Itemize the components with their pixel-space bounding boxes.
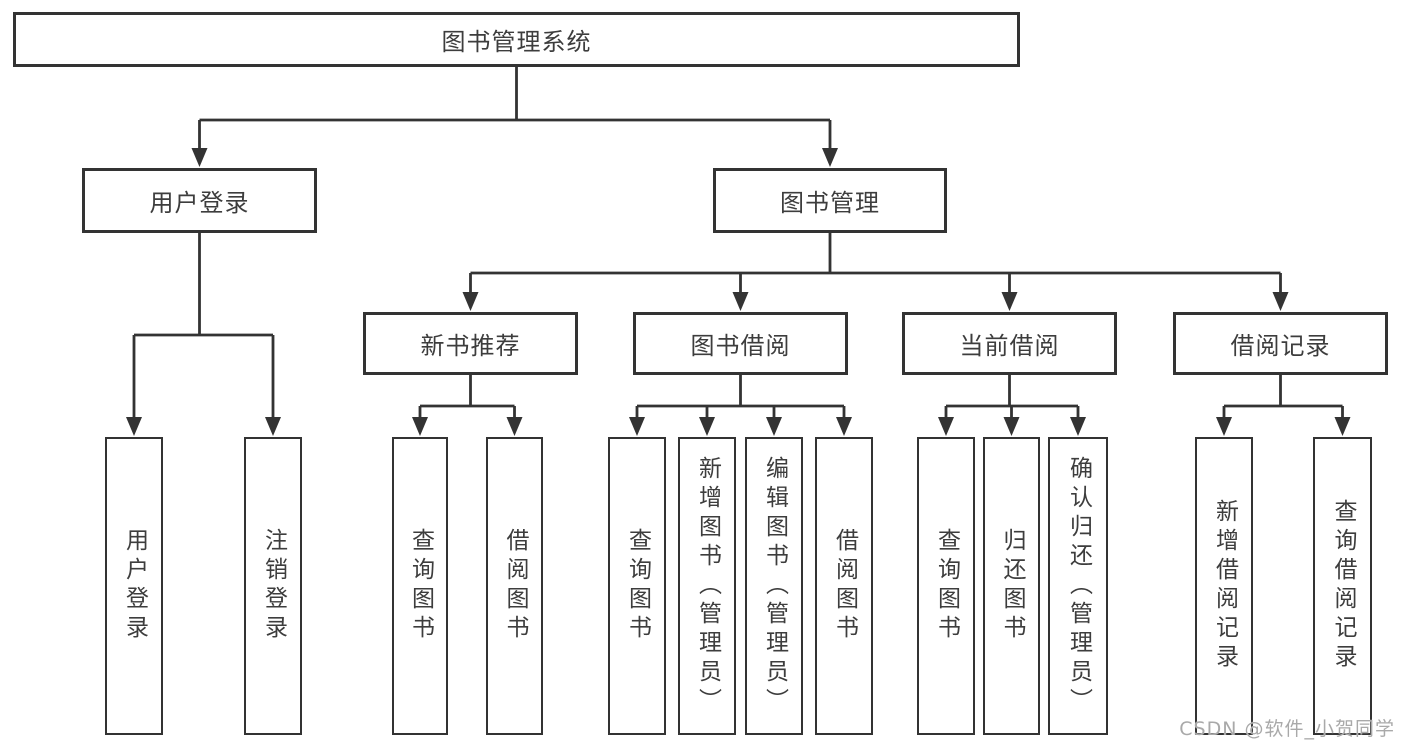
arrow-down-icon xyxy=(126,417,142,436)
leaf-query-books-1: 查询图书 xyxy=(392,437,448,735)
arrow-down-icon xyxy=(1272,292,1289,311)
node-borrowing-records: 借阅记录 xyxy=(1173,312,1388,375)
arrow-down-icon xyxy=(191,148,208,167)
edge-book-borrow-children xyxy=(635,375,846,419)
leaf-borrow-books-2: 借阅图书 xyxy=(815,437,873,735)
edge-root-to-level2 xyxy=(198,67,832,150)
csdn-watermark: CSDN @软件_小贺同学 xyxy=(1179,718,1395,740)
leaf-query-borrow-record: 查询借阅记录 xyxy=(1313,437,1372,735)
leaf-user-login: 用户登录 xyxy=(105,437,163,735)
arrow-down-icon xyxy=(766,417,782,436)
node-new-book-recommend: 新书推荐 xyxy=(363,312,578,375)
arrow-down-icon xyxy=(732,292,749,311)
edge-current-borrow-children xyxy=(944,375,1080,419)
arrow-down-icon xyxy=(412,417,428,436)
edge-book-mgmt-children xyxy=(469,233,1282,294)
leaf-borrow-books-1: 借阅图书 xyxy=(486,437,543,735)
arrow-down-icon xyxy=(1003,417,1020,436)
arrow-down-icon xyxy=(1216,417,1232,436)
leaf-logout: 注销登录 xyxy=(244,437,302,735)
arrow-down-icon xyxy=(1334,417,1351,436)
edge-new-book-rec-children xyxy=(418,375,516,419)
leaf-add-books-admin: 新增图书（管理员） xyxy=(678,437,736,735)
arrow-down-icon xyxy=(1070,417,1086,436)
node-library-management-system: 图书管理系统 xyxy=(13,12,1020,67)
arrowheads xyxy=(126,148,1351,436)
edge-borrow-records-children xyxy=(1222,375,1344,419)
arrow-down-icon xyxy=(836,417,852,436)
leaf-confirm-return-admin: 确认归还（管理员） xyxy=(1048,437,1108,735)
node-current-borrowing: 当前借阅 xyxy=(902,312,1117,375)
leaf-edit-books-admin: 编辑图书（管理员） xyxy=(745,437,803,735)
arrow-down-icon xyxy=(822,148,838,167)
arrow-down-icon xyxy=(938,417,954,436)
arrow-down-icon xyxy=(699,417,715,436)
node-book-borrowing: 图书借阅 xyxy=(633,312,848,375)
leaf-query-books-3: 查询图书 xyxy=(917,437,975,735)
node-book-management: 图书管理 xyxy=(713,168,947,233)
arrow-down-icon xyxy=(462,292,479,311)
arrow-down-icon xyxy=(265,417,281,436)
arrow-down-icon xyxy=(506,417,523,436)
leaf-add-borrow-record: 新增借阅记录 xyxy=(1195,437,1253,735)
leaf-return-books: 归还图书 xyxy=(983,437,1040,735)
node-user-login: 用户登录 xyxy=(82,168,317,233)
edge-user-login-children xyxy=(132,233,275,419)
arrow-down-icon xyxy=(1001,292,1018,311)
arrow-down-icon xyxy=(629,417,645,436)
leaf-query-books-2: 查询图书 xyxy=(608,437,666,735)
